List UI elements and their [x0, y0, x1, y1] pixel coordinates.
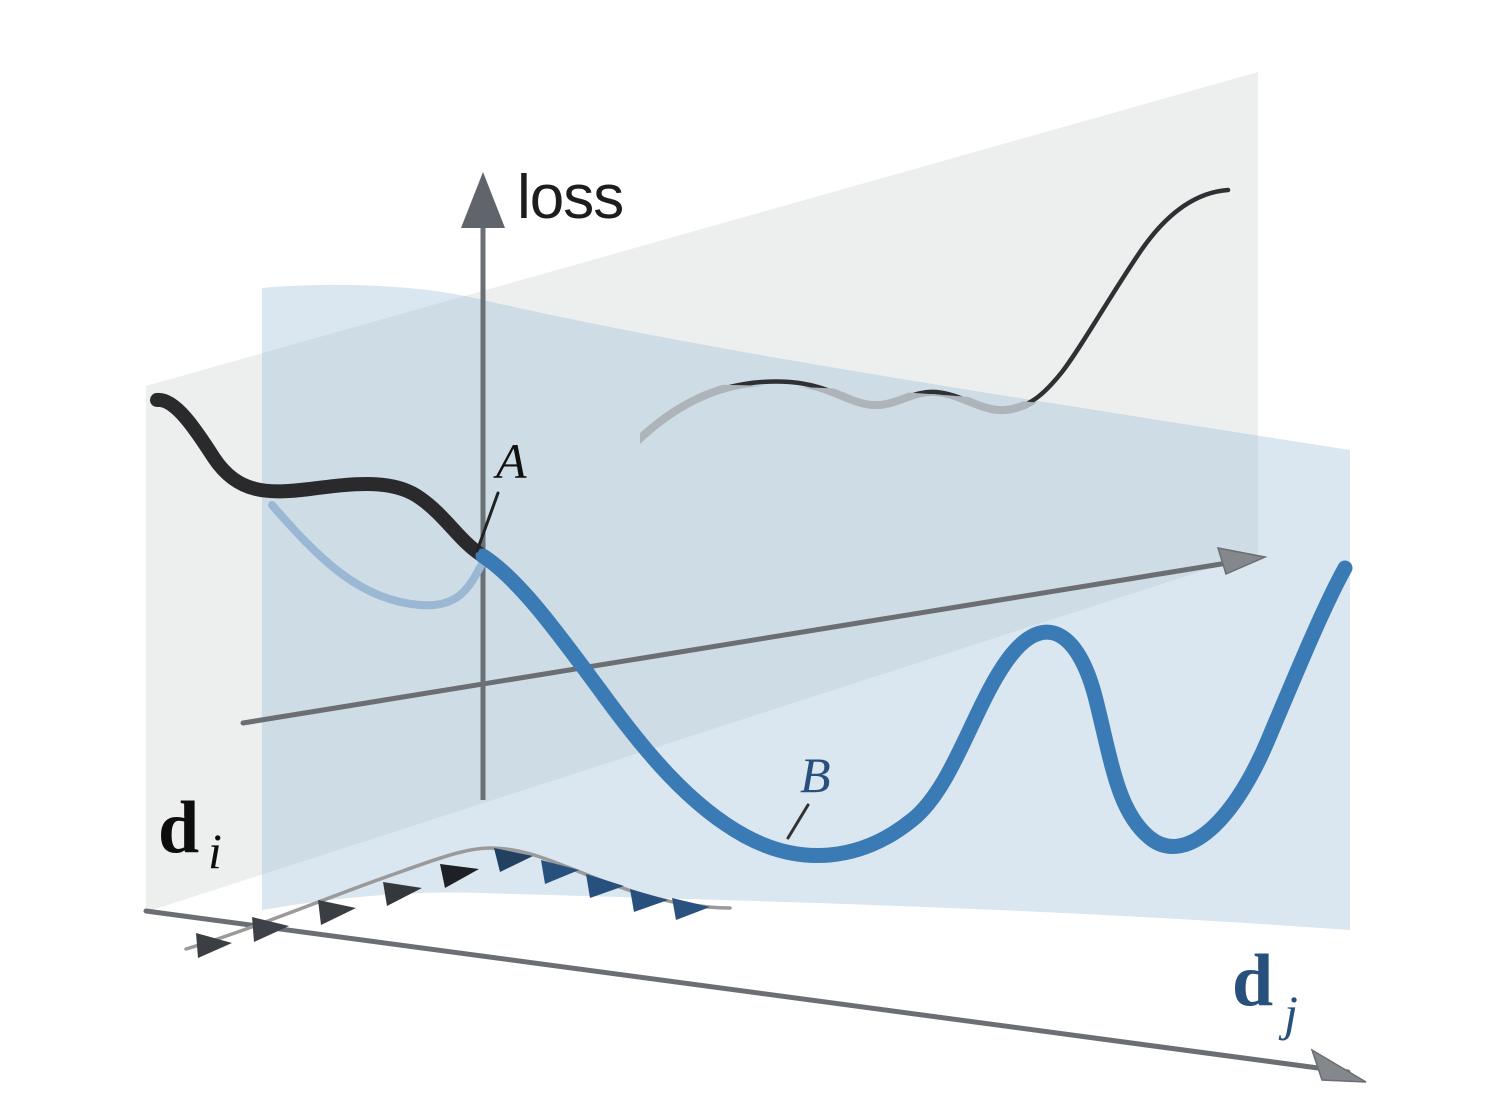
loss-axis-label: loss: [517, 163, 623, 232]
label-point-b-leader: [786, 803, 810, 840]
di-loss-curve-front: [150, 393, 490, 563]
dj-loss-curve: [475, 548, 1353, 864]
trajectory-marker: [440, 864, 479, 888]
label-point-b: B: [800, 747, 831, 803]
trajectory-marker: [318, 900, 356, 925]
di-axis-label-sub: i: [208, 823, 222, 879]
label-point-a-group: A: [475, 433, 527, 553]
dj-axis: [143, 908, 1367, 1083]
trajectory-marker: [494, 848, 533, 872]
trajectory-marker: [541, 860, 579, 884]
dj-plane: [262, 284, 1350, 930]
di-loss-curve-far-above-plane: [640, 187, 1231, 450]
di-axis-label: d: [158, 787, 199, 869]
loss-axis: [461, 172, 505, 800]
trajectory-marker: [383, 882, 422, 906]
dj-axis-label-sub: j: [1278, 985, 1298, 1041]
dj-axis-label-group: d j: [1232, 940, 1298, 1041]
label-point-a-leader: [475, 491, 500, 553]
trajectory-marker: [672, 898, 710, 920]
di-plane: [146, 72, 1258, 912]
trajectory-marker: [630, 889, 668, 912]
label-point-b-group: B: [786, 747, 831, 840]
di-axis-label-group: d i: [158, 787, 222, 879]
trajectory-marker: [252, 917, 289, 942]
di-loss-curve-behind: [268, 501, 487, 610]
optimization-trajectory: [184, 846, 732, 958]
trajectory-marker: [586, 874, 624, 898]
di-axis: [240, 547, 1268, 726]
dj-axis-label: d: [1232, 940, 1273, 1022]
label-point-a: A: [493, 433, 527, 489]
trajectory-marker: [196, 933, 232, 958]
